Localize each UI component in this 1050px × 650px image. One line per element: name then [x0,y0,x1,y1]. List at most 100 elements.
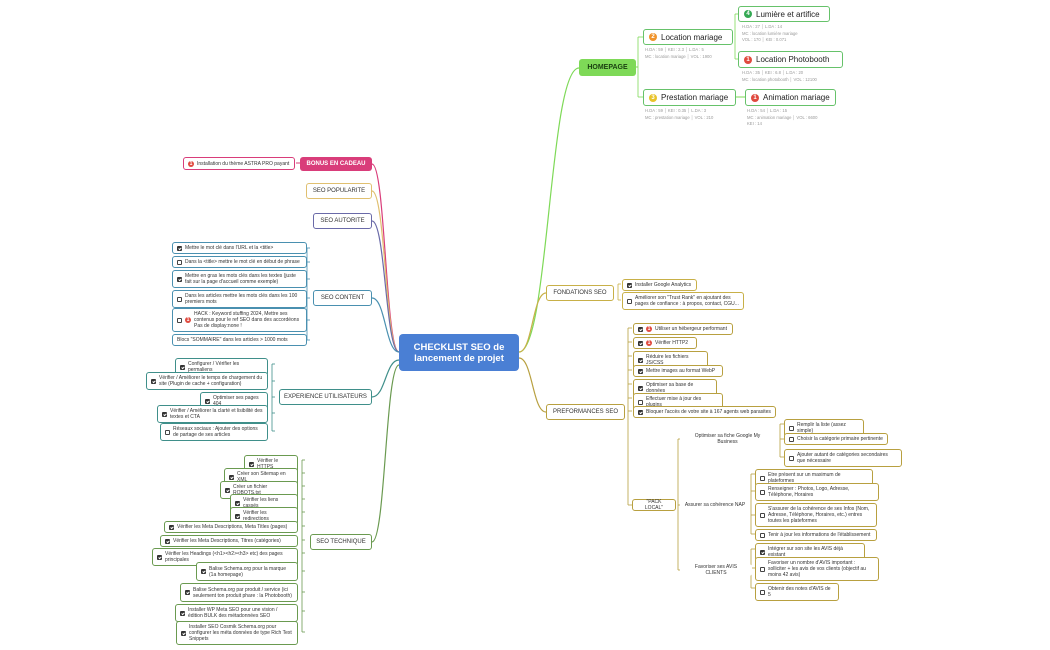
seo-content-topic[interactable]: SEO CONTENT [313,290,372,306]
item-text: Réseaux sociaux : Ajouter des options de… [173,426,258,438]
unchecked-checkbox-icon[interactable] [760,489,765,495]
checklist-item[interactable]: Bloquer l'accès de votre site à 167 agen… [633,406,776,418]
item-text: Améliorer son "Trust Rank" en ajoutant d… [635,295,739,307]
checked-checkbox-icon[interactable] [180,364,185,370]
checklist-item[interactable]: Améliorer son "Trust Rank" en ajoutant d… [622,292,744,310]
checked-checkbox-icon[interactable] [205,398,210,404]
item-text: Renseigner : Photos, Logo, Adresse, Télé… [768,486,850,498]
unchecked-checkbox-icon[interactable] [760,589,765,595]
checklist-item[interactable]: Vérifier / Améliorer le temps de chargem… [146,372,268,390]
item-text: Mettre en gras les mots clés dans les te… [185,273,296,285]
fondations-seo-topic[interactable]: FONDATIONS SEO [546,285,614,301]
checklist-item[interactable]: Remplir la liste (assez simple) [784,419,864,437]
prestation-mariage-node[interactable]: 3 Prestation mariage [643,89,736,106]
avis-group[interactable]: Favoriser ses AVIS CLIENTS [680,564,752,576]
checked-checkbox-icon[interactable] [638,326,643,332]
checked-checkbox-icon[interactable] [169,524,174,530]
unchecked-checkbox-icon[interactable] [789,455,794,461]
checked-checkbox-icon[interactable] [151,378,156,384]
checked-checkbox-icon[interactable] [638,357,643,363]
checked-checkbox-icon[interactable] [638,385,643,391]
unchecked-checkbox-icon[interactable] [638,399,643,405]
checklist-item[interactable]: Renseigner : Photos, Logo, Adresse, Télé… [755,483,879,501]
checklist-item[interactable]: Dans les articles mettre les mots clés d… [172,290,307,308]
location-photobooth-node[interactable]: 1 Location Photobooth [738,51,843,68]
checked-checkbox-icon[interactable] [177,276,182,282]
unchecked-checkbox-icon[interactable] [177,259,182,265]
checked-checkbox-icon[interactable] [235,500,240,506]
checklist-item[interactable]: Installer Google Analytics [622,279,697,291]
checked-checkbox-icon[interactable] [157,554,162,560]
checked-checkbox-icon[interactable] [201,569,206,574]
experience-utilisateurs-topic[interactable]: EXPERIENCE UTILISATEURS [279,389,372,405]
checklist-item[interactable]: Choisir la catégorie primaire pertinente [784,433,888,445]
checked-checkbox-icon[interactable] [627,282,632,288]
unchecked-checkbox-icon[interactable] [760,532,765,538]
checked-checkbox-icon[interactable] [225,487,230,493]
pack-local-topic[interactable]: "PACK LOCAL" [632,499,676,511]
seo-technique-topic[interactable]: SEO TECHNIQUE [310,534,372,550]
checklist-item[interactable]: Dans la <title> mettre le mot clé en déb… [172,256,307,268]
checked-checkbox-icon[interactable] [181,630,186,636]
unchecked-checkbox-icon[interactable] [760,512,765,518]
checked-checkbox-icon[interactable] [638,368,643,374]
checked-checkbox-icon[interactable] [235,513,240,519]
checklist-item[interactable]: Réseaux sociaux : Ajouter des options de… [160,423,268,441]
checklist-item[interactable]: Balise Schema.org pour la marque (1a hom… [196,562,298,581]
checked-checkbox-icon[interactable] [638,340,643,346]
unchecked-checkbox-icon[interactable] [789,436,794,442]
checked-checkbox-icon[interactable] [185,590,190,595]
item-text: Bloquer l'accès de votre site à 167 agen… [646,409,771,415]
unchecked-checkbox-icon[interactable] [760,566,765,572]
checklist-item[interactable]: Ajouter autant de catégories secondaires… [784,449,902,467]
unchecked-checkbox-icon[interactable] [760,475,765,481]
gmb-group[interactable]: Optimiser sa fiche Google My Business [680,433,775,445]
item-text: Créer un fichier ROBOTS.txt [233,484,268,496]
checklist-item[interactable]: Installer SEO Cosmik Schema.org pour con… [176,621,298,645]
item-text: Vérifier HTTP2 [655,340,689,346]
checklist-item[interactable]: Favoriser un nombre d'AVIS important : s… [755,557,879,581]
checklist-item[interactable]: Mettre le mot clé dans l'URL et la <titl… [172,242,307,254]
checked-checkbox-icon[interactable] [180,610,185,616]
unchecked-checkbox-icon[interactable] [177,317,182,323]
central-topic[interactable]: CHECKLIST SEO de lancement de projet [399,334,519,371]
checklist-item[interactable]: Vérifier les Meta Descriptions, Titres (… [160,535,298,547]
checked-checkbox-icon[interactable] [760,549,765,555]
checklist-item[interactable]: Tenir à jour les informations de l'établ… [755,529,877,541]
lumiere-artifice-node[interactable]: 4 Lumière et artifice [738,6,830,22]
checked-checkbox-icon[interactable] [638,409,643,415]
checked-checkbox-icon[interactable] [162,411,167,417]
checklist-item[interactable]: Vérifier les Meta Descriptions, Meta Tit… [164,521,298,533]
unchecked-checkbox-icon[interactable] [627,298,632,304]
priority-1-icon: 1 [646,326,652,332]
seo-popularite-topic[interactable]: SEO POPULARITE [306,183,372,199]
homepage-node[interactable]: HOMEPAGE [579,59,636,76]
checklist-item[interactable]: Réduire les fichiers JS/CSS [633,351,708,369]
checked-checkbox-icon[interactable] [249,461,254,467]
checklist-item[interactable]: Vérifier / Améliorer la clarté et lisibi… [157,405,268,423]
performances-seo-topic[interactable]: PREFORMANCES SEO [546,404,625,420]
checklist-item[interactable]: Installer WP Meta SEO pour une vision / … [175,604,298,622]
checklist-item[interactable]: Mettre en gras les mots clés dans les te… [172,270,307,288]
checklist-item[interactable]: Obtenir des notes d'AVIS de 5 [755,583,839,601]
checked-checkbox-icon[interactable] [177,245,182,251]
checklist-item[interactable]: S'assurer de la cohérence de ses Infos (… [755,503,877,527]
nap-group[interactable]: Assurer sa cohérence NAP [680,499,750,511]
location-mariage-node[interactable]: 2 Location mariage [643,29,733,45]
unchecked-checkbox-icon[interactable] [177,296,182,302]
unchecked-checkbox-icon[interactable] [165,429,170,435]
checklist-item[interactable]: Blocs "SOMMAIRE" dans les articles > 100… [172,334,307,346]
bonus-cadeau-topic[interactable]: BONUS EN CADEAU [300,157,372,171]
checked-checkbox-icon[interactable] [229,474,234,480]
checklist-item[interactable]: Mettre images au format WebP [633,365,723,377]
checklist-item[interactable]: Balise Schema.org par produit / service … [180,583,298,602]
checked-checkbox-icon[interactable] [165,538,170,544]
seo-autorite-topic[interactable]: SEO AUTORITE [313,213,372,229]
animation-mariage-node[interactable]: 1 Animation mariage [745,89,836,106]
unchecked-checkbox-icon[interactable] [789,425,794,431]
